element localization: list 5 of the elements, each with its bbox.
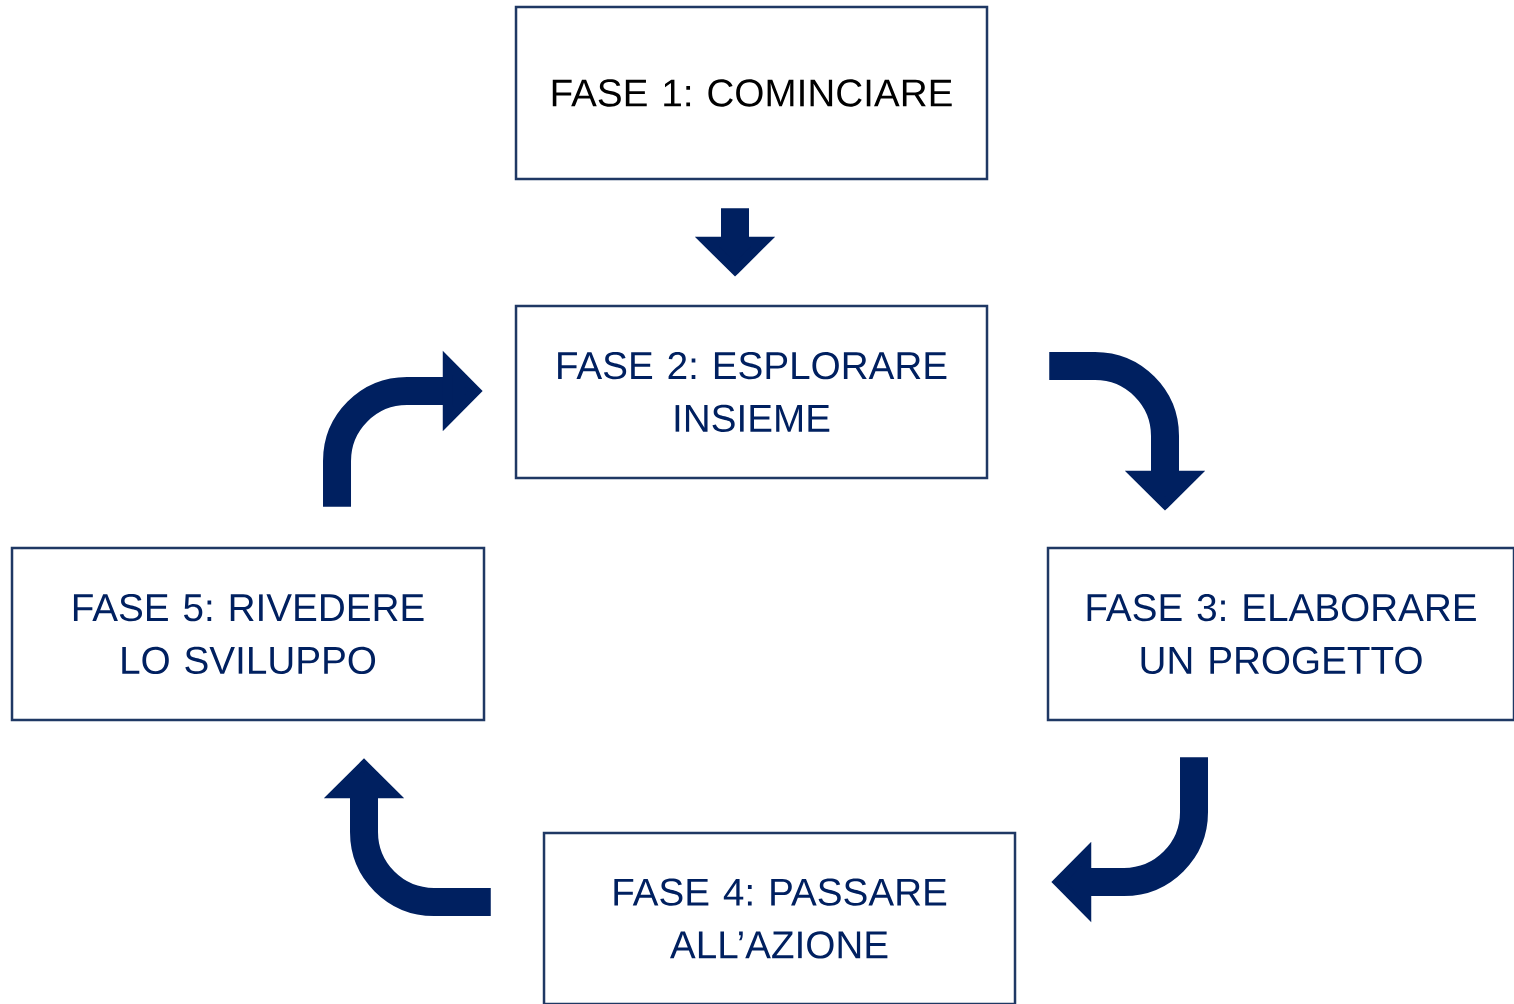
process-box: FASE 1: COMINCIARE [514,5,989,181]
process-box: FASE 2: ESPLORARE INSIEME [514,304,989,480]
process-box: FASE 3: ELABORARE UN PROGETTO [1046,546,1514,722]
process-box: FASE 4: PASSARE ALL’AZIONE [542,831,1017,1004]
process-box: FASE 5: RIVEDERE LO SVILUPPO [10,546,486,722]
